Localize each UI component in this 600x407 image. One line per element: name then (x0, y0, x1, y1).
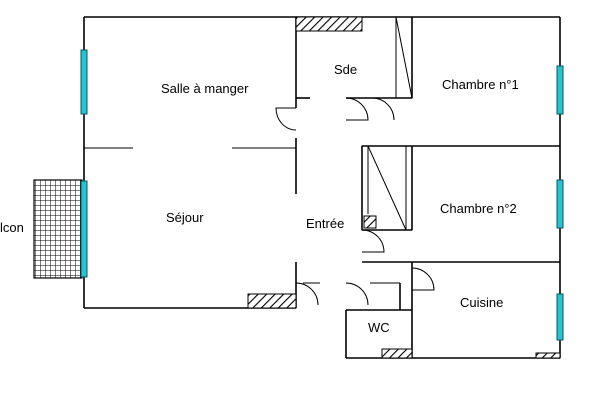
label-entree: Entrée (306, 216, 344, 231)
closet-chambre1 (395, 16, 413, 99)
label-sde: Sde (334, 62, 357, 77)
label-chambre2: Chambre n°2 (440, 201, 517, 216)
ventilation-duct-entree (363, 215, 377, 229)
window-chambre2 (556, 179, 564, 229)
label-chambre1: Chambre n°1 (442, 77, 519, 92)
label-cuisine: Cuisine (460, 295, 503, 310)
ventilation-duct-wc (381, 348, 413, 359)
label-wc: WC (368, 320, 390, 335)
label-balcon: lcon (0, 220, 24, 235)
label-salle-a-manger: Salle à manger (161, 81, 249, 96)
window-salle-a-manger (80, 49, 88, 115)
label-sejour: Séjour (166, 210, 204, 225)
window-cuisine (556, 293, 564, 341)
ventilation-duct-cuisine (535, 352, 561, 359)
ventilation-duct-sejour (247, 293, 297, 309)
ventilation-duct-top (295, 16, 363, 32)
balcony (33, 179, 83, 279)
window-chambre1 (556, 65, 564, 115)
doors (275, 97, 435, 306)
closet-chambre2 (361, 145, 413, 231)
windows (80, 49, 564, 341)
window-sejour (80, 180, 88, 278)
